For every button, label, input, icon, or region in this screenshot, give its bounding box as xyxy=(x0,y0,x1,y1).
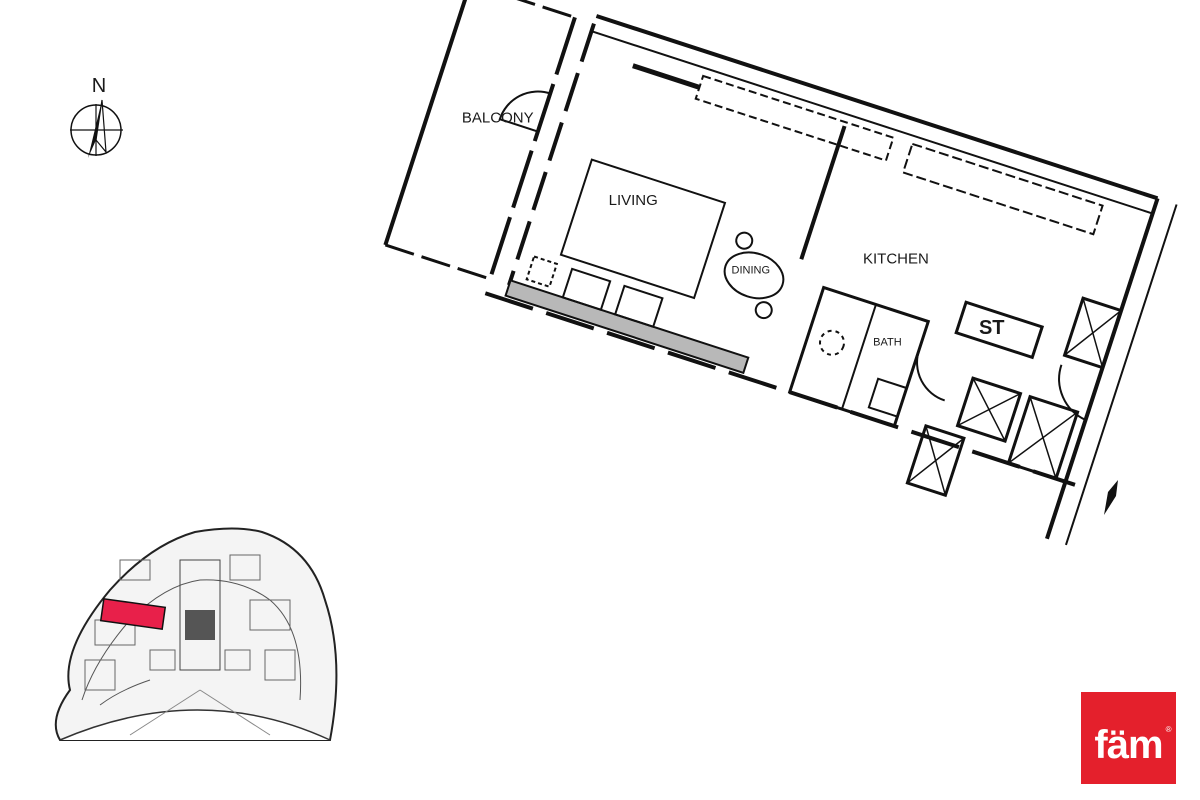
brand-logo: fäm® xyxy=(1081,692,1176,784)
room-label-bath: BATH xyxy=(873,337,902,349)
room-label-balcony: BALCONY xyxy=(462,110,534,127)
logo-text-wrap: fäm® xyxy=(1094,722,1171,768)
north-compass-icon: N xyxy=(70,75,123,158)
bath-area xyxy=(787,285,945,429)
service-shafts xyxy=(905,296,1123,498)
room-label-kitchen: KITCHEN xyxy=(863,250,929,267)
living-furniture xyxy=(525,158,727,329)
glazing-bar xyxy=(504,279,750,375)
logo-text: fäm xyxy=(1094,722,1163,767)
room-label-storage: ST xyxy=(979,317,1005,339)
entry-arrow-icon xyxy=(1104,480,1118,515)
kitchen-counter xyxy=(632,63,1104,236)
unit-plan: BALCONY LIVING xyxy=(383,0,1178,546)
room-label-living: LIVING xyxy=(609,192,658,209)
room-label-dining: DINING xyxy=(732,264,771,276)
storage-box xyxy=(954,300,1045,360)
key-plan-unit-highlight xyxy=(99,597,167,631)
dining-table xyxy=(723,231,785,320)
north-label: N xyxy=(92,75,106,97)
key-plan xyxy=(54,527,338,741)
registered-mark: ® xyxy=(1165,724,1172,734)
unit-walls xyxy=(484,14,1178,546)
balcony-area: BALCONY xyxy=(383,0,576,281)
